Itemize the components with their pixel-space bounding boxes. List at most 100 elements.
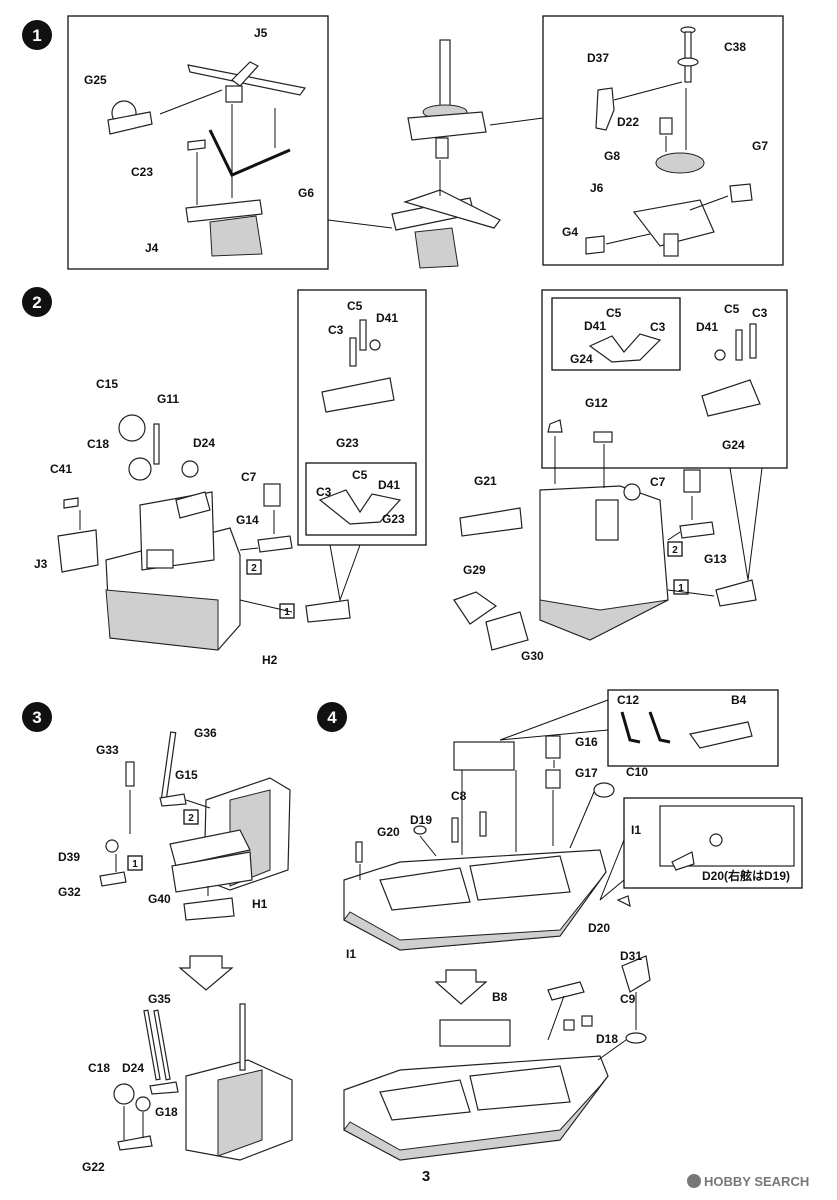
label-g6: G6 <box>298 186 314 200</box>
label-c12: C12 <box>617 693 639 707</box>
part-g12-window <box>593 431 613 443</box>
assembled-j4-unit <box>391 189 501 269</box>
part-c10 <box>593 782 615 798</box>
part-g22 <box>117 1135 153 1151</box>
label-c3-a: C3 <box>328 323 344 337</box>
part-g16 <box>545 735 561 759</box>
step-1: 1 <box>22 15 784 270</box>
hull-i1-assembly <box>343 741 607 951</box>
callout-2-right: 2 <box>672 545 678 556</box>
assembled-mast-top <box>407 39 487 159</box>
hobby-search-watermark: HOBBY SEARCH <box>687 1174 809 1189</box>
step-4: 4 <box>317 689 803 1161</box>
label-c18: C18 <box>87 437 109 451</box>
part-assembly-1-right <box>715 579 757 607</box>
label-i1: I1 <box>346 947 356 961</box>
label-g22: G22 <box>82 1160 105 1174</box>
callout-1-right: 1 <box>678 583 684 594</box>
page-number: 3 <box>422 1168 430 1185</box>
part-g13 <box>679 521 715 539</box>
arrow-down-step3 <box>178 955 234 991</box>
part-g30 <box>485 611 529 651</box>
part-j3 <box>57 529 99 573</box>
part-g17 <box>545 769 561 789</box>
label-g40: G40 <box>148 892 171 906</box>
label-c15: C15 <box>96 377 118 391</box>
label-j5: J5 <box>254 26 268 40</box>
label-d41-c: D41 <box>584 319 606 333</box>
label-d31: D31 <box>620 949 642 963</box>
label-c9: C9 <box>620 992 636 1006</box>
label-g24-a: G24 <box>570 352 593 366</box>
label-d41-a: D41 <box>376 311 398 325</box>
step-1-left-frame <box>67 15 329 270</box>
label-g35: G35 <box>148 992 171 1006</box>
label-g30: G30 <box>521 649 544 663</box>
part-c7 <box>263 483 281 507</box>
label-g17: G17 <box>575 766 598 780</box>
label-g15: G15 <box>175 768 198 782</box>
part-c15-dome <box>118 414 146 442</box>
label-c5-a: C5 <box>347 299 363 313</box>
hobby-search-logo-icon <box>687 1174 701 1188</box>
label-c5-d: C5 <box>724 302 740 316</box>
part-j5-radar <box>187 61 307 103</box>
part-j4-base <box>185 199 263 257</box>
step-1-badge <box>22 20 52 50</box>
label-g14: G14 <box>236 513 259 527</box>
label-d24: D24 <box>193 436 215 450</box>
label-g25: G25 <box>84 73 107 87</box>
label-c7: C7 <box>241 470 257 484</box>
label-j6: J6 <box>590 181 604 195</box>
step-2: 2 2 1 <box>22 287 788 667</box>
part-c7-right <box>683 469 701 493</box>
part-g33 <box>125 761 135 787</box>
label-c41: C41 <box>50 462 72 476</box>
hull-final-assembly <box>343 1019 609 1161</box>
part-assembly-1-left <box>305 599 351 623</box>
step-3-badge <box>22 702 52 732</box>
part-g21 <box>459 507 523 537</box>
part-d39 <box>105 839 119 853</box>
label-g12: G12 <box>585 396 608 410</box>
step-4-side-callout-frame <box>623 797 803 889</box>
part-g18 <box>149 1081 179 1095</box>
part-g32 <box>99 871 127 887</box>
label-b8: B8 <box>492 990 508 1004</box>
label-c3-b: C3 <box>316 485 332 499</box>
label-c23: C23 <box>131 165 153 179</box>
step-2-left-callout-frame <box>297 289 427 546</box>
step-3: 3 2 1 <box>22 702 293 1174</box>
hull-detail-i1 <box>659 805 795 871</box>
callout-1-left: 1 <box>284 607 290 618</box>
label-g7: G7 <box>752 139 768 153</box>
part-d37 <box>595 87 615 131</box>
part-g14 <box>257 535 293 553</box>
part-c8-b <box>479 811 487 837</box>
part-c18-dome <box>128 457 152 481</box>
bridge-right-assembly <box>539 483 669 641</box>
label-j4: J4 <box>145 241 159 255</box>
label-h1: H1 <box>252 897 268 911</box>
label-d19: D19 <box>410 813 432 827</box>
step-1-right-frame <box>542 15 784 266</box>
label-d22: D22 <box>617 115 639 129</box>
label-g36: G36 <box>194 726 217 740</box>
label-g24-b: G24 <box>722 438 745 452</box>
label-g33: G33 <box>96 743 119 757</box>
label-g29: G29 <box>463 563 486 577</box>
part-g40 <box>183 897 235 921</box>
part-d20 <box>616 895 631 908</box>
part-d19 <box>413 825 427 835</box>
label-c5-c: C5 <box>606 306 622 320</box>
part-b4-boat <box>688 721 753 749</box>
label-g13: G13 <box>704 552 727 566</box>
part-g23-inset <box>318 489 402 525</box>
label-d18: D18 <box>596 1032 618 1046</box>
part-c9 <box>625 1032 647 1044</box>
step-4-badge <box>317 702 347 732</box>
label-j3: J3 <box>34 557 48 571</box>
watermark-text: HOBBY SEARCH <box>704 1174 809 1189</box>
label-g20: G20 <box>377 825 400 839</box>
